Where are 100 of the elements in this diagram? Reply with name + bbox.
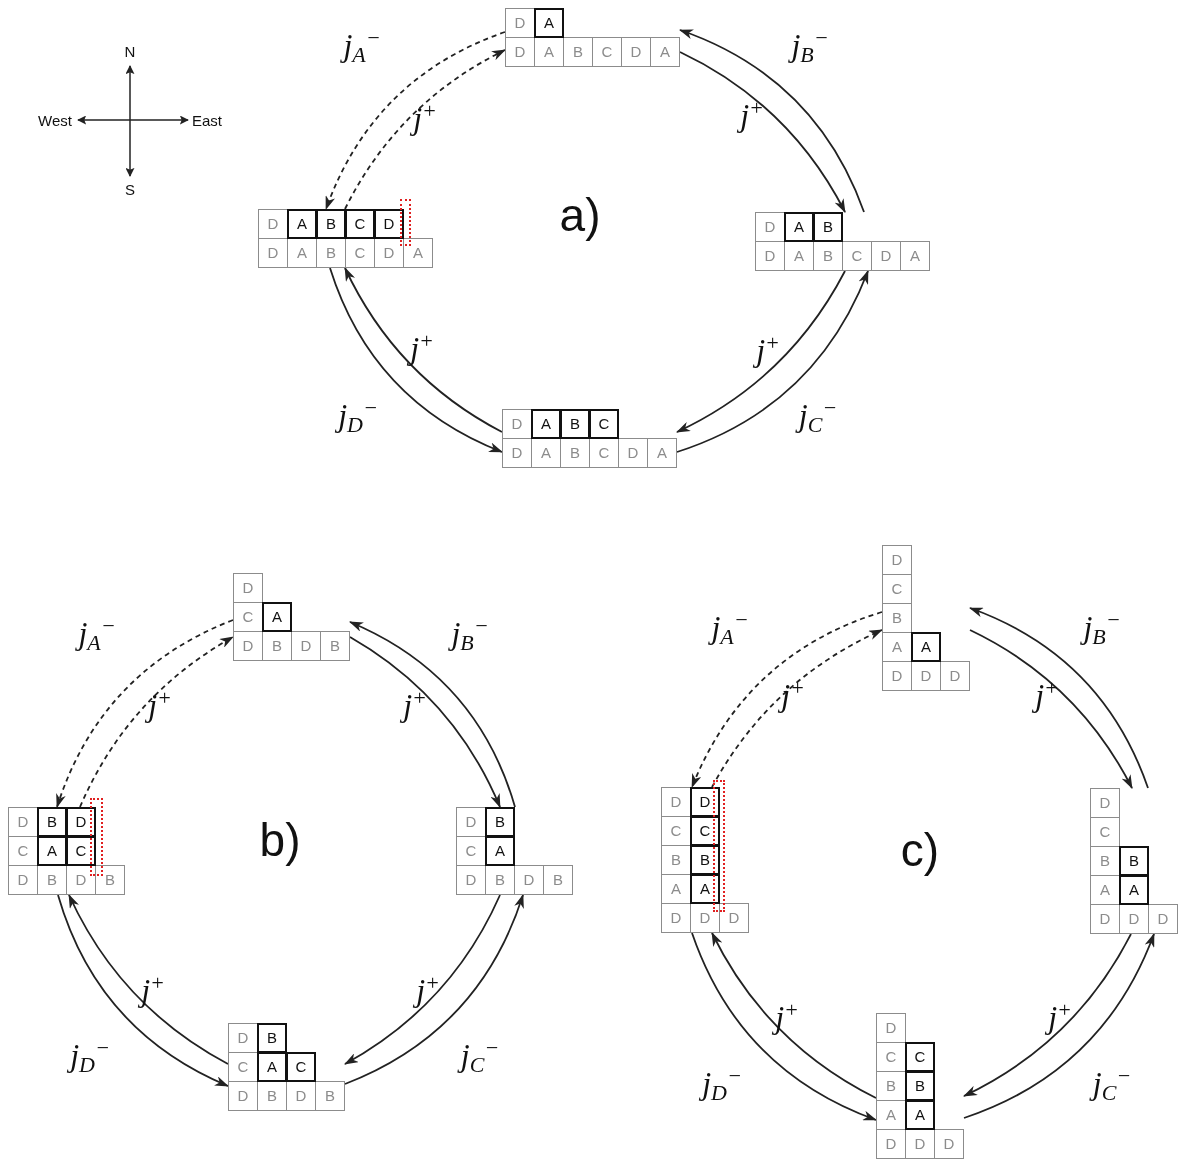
- lattice-cell: A: [257, 1052, 287, 1082]
- lattice-cell: D: [374, 209, 404, 239]
- lattice-cell: B: [257, 1023, 287, 1053]
- arrow: [56, 619, 234, 808]
- lattice-cell: B: [1119, 846, 1149, 876]
- lattice-cell: D: [934, 1129, 964, 1159]
- compass-label: West: [38, 112, 72, 128]
- lattice-cell: A: [647, 438, 677, 468]
- lattice-cell: B: [316, 209, 346, 239]
- lattice-cell: D: [514, 865, 544, 895]
- lattice-cell: B: [905, 1071, 935, 1101]
- lattice-cell: C: [882, 574, 912, 604]
- arrow: [344, 267, 503, 433]
- lattice-cell: A: [690, 874, 720, 904]
- compass-label: East: [192, 112, 222, 128]
- lattice-cell: D: [505, 8, 535, 38]
- compass-label: N: [124, 43, 136, 59]
- lattice-cell: D: [661, 787, 691, 817]
- lattice-cell: B: [563, 37, 593, 67]
- lattice-cell: D: [940, 661, 970, 691]
- arrow: [344, 49, 506, 210]
- lattice-cell: A: [485, 836, 515, 866]
- arrow: [711, 629, 883, 788]
- lattice-cell: D: [233, 631, 263, 661]
- lattice-cell: D: [456, 865, 486, 895]
- lattice-cell: B: [315, 1081, 345, 1111]
- lattice-cell: D: [258, 209, 288, 239]
- arrow: [344, 894, 524, 1085]
- arrow: [679, 29, 865, 213]
- lattice-cell: C: [286, 1052, 316, 1082]
- lattice-cell: C: [1090, 817, 1120, 847]
- lattice-cell: D: [502, 409, 532, 439]
- lattice-cell: D: [8, 865, 38, 895]
- lattice-cell: A: [911, 632, 941, 662]
- lattice-cell: B: [95, 865, 125, 895]
- lattice-cell: A: [37, 836, 67, 866]
- lattice-cell: B: [690, 845, 720, 875]
- lattice-cell: A: [531, 409, 561, 439]
- lattice-cell: D: [233, 573, 263, 603]
- lattice-cell: D: [719, 903, 749, 933]
- lattice-cell: D: [882, 545, 912, 575]
- lattice-cell: B: [320, 631, 350, 661]
- lattice-cell: C: [66, 836, 96, 866]
- lattice-cell: A: [905, 1100, 935, 1130]
- lattice-cell: A: [403, 238, 433, 268]
- arrow: [691, 611, 883, 788]
- lattice-cell: D: [8, 807, 38, 837]
- arrow: [969, 607, 1149, 789]
- lattice-cell: D: [456, 807, 486, 837]
- lattice-cell: D: [1148, 904, 1178, 934]
- lattice-cell: C: [592, 37, 622, 67]
- lattice-cell: D: [618, 438, 648, 468]
- lattice-cell: A: [262, 602, 292, 632]
- lattice-cell: D: [690, 787, 720, 817]
- arrow: [349, 636, 501, 808]
- lattice-cell: D: [871, 241, 901, 271]
- lattice-cell: C: [690, 816, 720, 846]
- lattice-cell: D: [291, 631, 321, 661]
- lattice-cell: A: [784, 212, 814, 242]
- lattice-cell: A: [1119, 875, 1149, 905]
- lattice-cell: D: [228, 1023, 258, 1053]
- lattice-cell: D: [1090, 788, 1120, 818]
- lattice-cell: C: [345, 209, 375, 239]
- lattice-cell: B: [37, 807, 67, 837]
- arrow: [329, 267, 503, 453]
- lattice-cell: D: [502, 438, 532, 468]
- lattice-cell: D: [755, 241, 785, 271]
- lattice-cell: B: [882, 603, 912, 633]
- lattice-cell: C: [905, 1042, 935, 1072]
- arrow: [963, 933, 1155, 1119]
- lattice-cell: B: [813, 212, 843, 242]
- arrow: [57, 894, 229, 1087]
- lattice-cell: A: [534, 8, 564, 38]
- lattice-cell: D: [228, 1081, 258, 1111]
- compass-label: S: [125, 181, 135, 197]
- lattice-cell: C: [589, 409, 619, 439]
- lattice-cell: D: [1090, 904, 1120, 934]
- lattice-cell: D: [876, 1129, 906, 1159]
- arrow: [679, 51, 846, 213]
- arrow: [963, 933, 1132, 1097]
- lattice-cell: D: [661, 903, 691, 933]
- arrow: [79, 636, 234, 808]
- lattice-cell: D: [876, 1013, 906, 1043]
- lattice-cell: D: [505, 37, 535, 67]
- arrow: [676, 270, 846, 433]
- arrow: [676, 270, 869, 453]
- arrow: [325, 31, 506, 210]
- lattice-cell: C: [842, 241, 872, 271]
- lattice-cell: D: [258, 238, 288, 268]
- arrow: [691, 932, 877, 1121]
- lattice-cell: B: [485, 807, 515, 837]
- lattice-cell: A: [650, 37, 680, 67]
- arrow: [711, 932, 877, 1099]
- arrow: [969, 629, 1133, 789]
- lattice-cell: D: [882, 661, 912, 691]
- arrow: [68, 894, 229, 1065]
- lattice-cell: B: [543, 865, 573, 895]
- lattice-cell: B: [560, 409, 590, 439]
- lattice-cell: A: [287, 209, 317, 239]
- lattice-cell: D: [621, 37, 651, 67]
